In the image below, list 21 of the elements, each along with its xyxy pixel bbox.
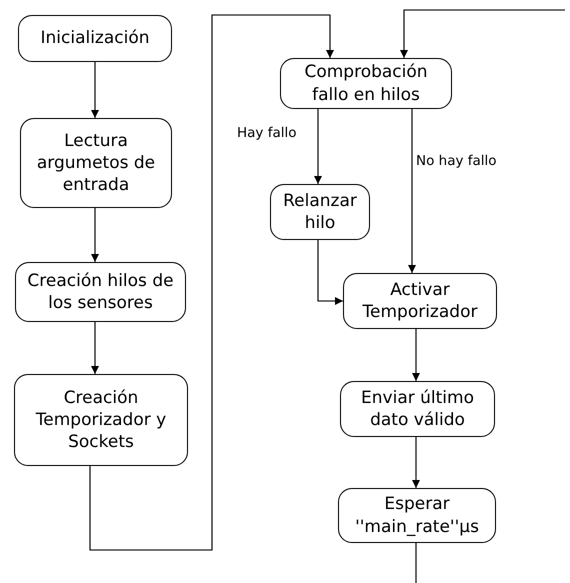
arrow [89,14,334,551]
arrow [412,329,420,381]
process-box: Enviar último dato válido [340,381,495,437]
process-box: Comprobación fallo en hilos [280,58,452,109]
arrow [400,9,565,58]
process-box: Activar Temporizador [343,273,497,329]
edge-label: Hay fallo [236,125,298,141]
arrow [314,109,322,184]
arrow [408,109,416,273]
arrow [91,208,99,262]
arrow [412,437,420,488]
process-box: Relanzar hilo [270,184,370,240]
process-box: Lectura argumetos de entrada [20,118,172,208]
process-box: Inicialización [18,15,172,62]
arrow [91,322,99,374]
arrow [91,62,99,118]
process-box: Esperar ''main_rate''μs [338,488,496,543]
process-box: Creación Temporizador y Sockets [14,374,188,466]
process-box: Creación hilos de los sensores [15,262,186,322]
edge-label: No hay fallo [415,153,498,169]
arrow [317,240,343,305]
